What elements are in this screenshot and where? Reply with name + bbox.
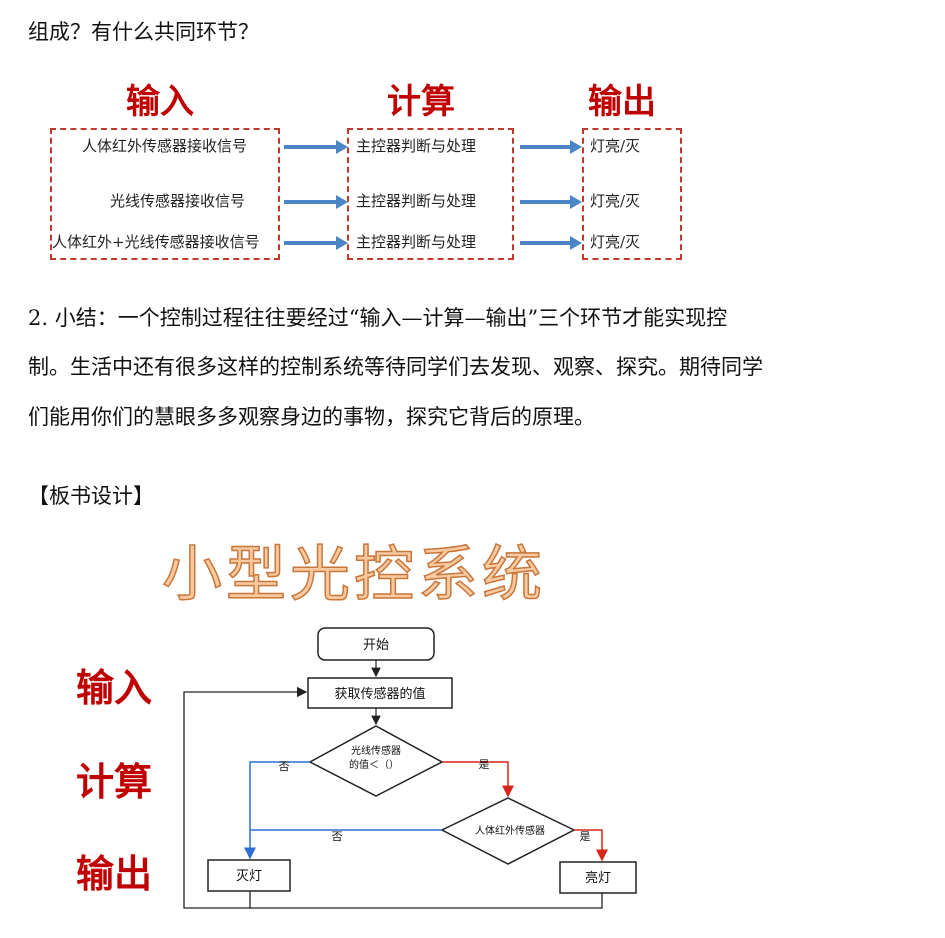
- row3-arrow-a: [284, 236, 348, 250]
- ir-check-node: [440, 797, 576, 865]
- summary-line-1: 2. 小结：一个控制过程往往要经过“输入—计算—输出”三个环节才能实现控: [28, 306, 728, 330]
- row1-compute: 主控器判断与处理: [356, 137, 477, 155]
- light-off-label: 灭灯: [236, 869, 262, 884]
- row2-arrow-b: [520, 195, 582, 209]
- side-label-compute: 计算: [76, 760, 153, 804]
- side-label-input: 输入: [76, 666, 153, 710]
- row2-arrow-a: [284, 195, 348, 209]
- arrow-ir-yes: [574, 829, 608, 862]
- summary-line-2: 制。生活中还有很多这样的控制系统等待同学们去发现、观察、探究。期待同学: [28, 355, 763, 379]
- row3-arrow-b: [520, 236, 582, 250]
- light-off-node: [207, 859, 291, 892]
- row1-output: 灯亮/灭: [590, 137, 641, 155]
- compute-dashed-box: [347, 128, 514, 260]
- light-check-label-2: 的值＜（）: [349, 758, 399, 771]
- read-sensor-label: 获取传感器的值: [334, 686, 425, 702]
- light-on-node: [559, 861, 637, 894]
- row2-input: 光线传感器接收信号: [110, 192, 246, 210]
- ir-check-label: 人体红外传感器: [475, 824, 545, 837]
- row1-input: 人体红外传感器接收信号: [82, 137, 248, 155]
- input-dashed-box: [50, 128, 280, 260]
- row2-output: 灯亮/灭: [590, 192, 641, 210]
- row2-compute: 主控器判断与处理: [356, 192, 477, 210]
- start-label: 开始: [363, 638, 389, 653]
- loop-back-arrow: [183, 686, 308, 909]
- no-label-2: 否: [332, 830, 343, 843]
- row3-output: 灯亮/灭: [590, 233, 641, 251]
- row3-compute: 主控器判断与处理: [356, 233, 477, 251]
- output-dashed-box: [582, 128, 682, 260]
- row1-arrow-b: [520, 140, 582, 154]
- yes-label-1: 是: [479, 758, 490, 771]
- light-check-node: [308, 725, 444, 797]
- no-label-1: 否: [279, 760, 290, 773]
- side-label-output: 输出: [76, 852, 153, 896]
- row1-arrow-a: [284, 140, 348, 154]
- read-sensor-node: [307, 677, 453, 709]
- light-on-label: 亮灯: [585, 870, 611, 886]
- summary-line-3: 们能用你们的慧眼多多观察身边的事物，探究它背后的原理。: [28, 405, 595, 429]
- intro-line: 组成？有什么共同环节？: [28, 20, 259, 44]
- row3-input: 人体红外+光线传感器接收信号: [52, 233, 260, 251]
- board-design-label: 【板书设计】: [28, 484, 154, 508]
- stage-header-input: 输入: [126, 82, 194, 122]
- arrow-light-no: [244, 761, 310, 860]
- light-check-label-1: 光线传感器: [351, 744, 401, 757]
- board-title: 小型光控系统: [161, 539, 546, 611]
- stage-header-output: 输出: [588, 82, 656, 122]
- arrow-light-yes: [442, 761, 514, 798]
- loop-bottom-line: [249, 891, 603, 909]
- yes-label-2: 是: [580, 830, 591, 843]
- stage-header-compute: 计算: [387, 82, 455, 122]
